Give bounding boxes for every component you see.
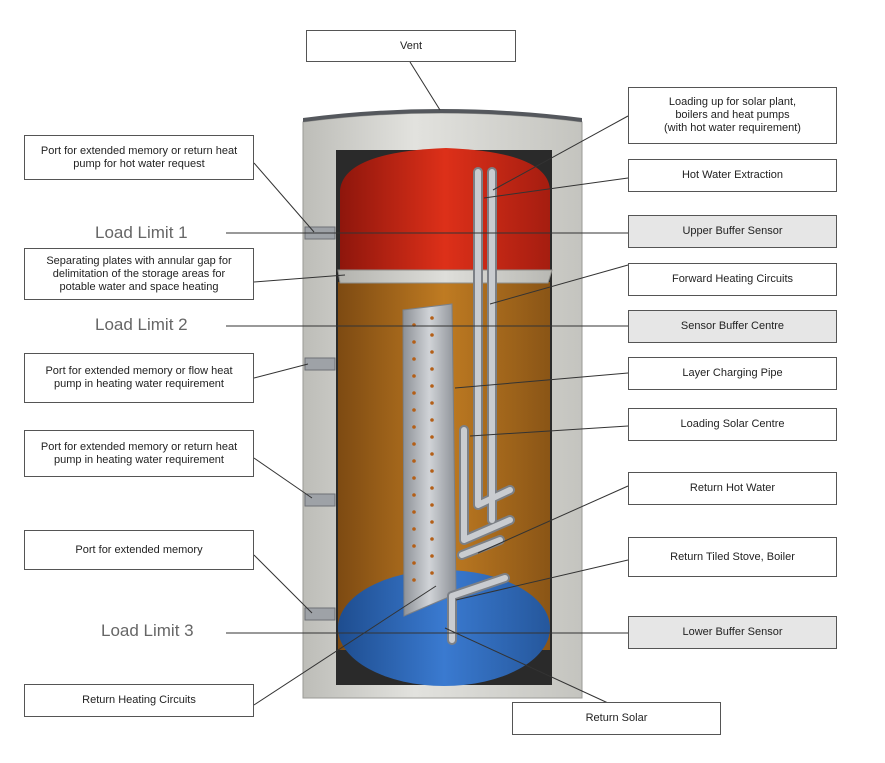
port-flow [304, 357, 336, 371]
label-layer-charging-pipe: Layer Charging Pipe [628, 357, 837, 390]
label-forward-heating-circuits: Forward Heating Circuits [628, 263, 837, 296]
label-port-extended-memory: Port for extended memory [24, 530, 254, 570]
hot-water-zone [340, 148, 550, 275]
label-loading-solar-centre: Loading Solar Centre [628, 408, 837, 441]
label-hot-water-extraction: Hot Water Extraction [628, 159, 837, 192]
label-sensor-buffer-centre: Sensor Buffer Centre [628, 310, 837, 343]
label-return-solar: Return Solar [512, 702, 721, 735]
label-lower-buffer-sensor: Lower Buffer Sensor [628, 616, 837, 649]
layer-charging-pipe-plate [402, 303, 457, 617]
cold-water-zone [338, 570, 550, 686]
label-upper-buffer-sensor: Upper Buffer Sensor [628, 215, 837, 248]
load-limit-1: Load Limit 1 [95, 223, 188, 242]
label-vent: Vent [306, 30, 516, 62]
label-return-tiled-stove: Return Tiled Stove, Boiler [628, 537, 837, 577]
port-return [304, 493, 336, 507]
port-lower [304, 607, 336, 621]
load-limit-3: Load Limit 3 [101, 621, 194, 640]
label-return-hot-water: Return Hot Water [628, 472, 837, 505]
perforation-holes [412, 316, 434, 582]
label-separating-plates: Separating plates with annular gap for d… [24, 248, 254, 300]
side-ports [304, 226, 336, 621]
label-port-return-hot-water-request: Port for extended memory or return heat … [24, 135, 254, 180]
separating-plate [337, 269, 553, 284]
label-port-return-heating-water: Port for extended memory or return heat … [24, 430, 254, 477]
label-port-flow-heat-pump: Port for extended memory or flow heat pu… [24, 353, 254, 403]
load-limit-2: Load Limit 2 [95, 315, 188, 334]
leader-lines [226, 61, 629, 706]
label-loading-up: Loading up for solar plant, boilers and … [628, 87, 837, 144]
internal-pipes [447, 167, 515, 645]
label-return-heating-circuits: Return Heating Circuits [24, 684, 254, 717]
